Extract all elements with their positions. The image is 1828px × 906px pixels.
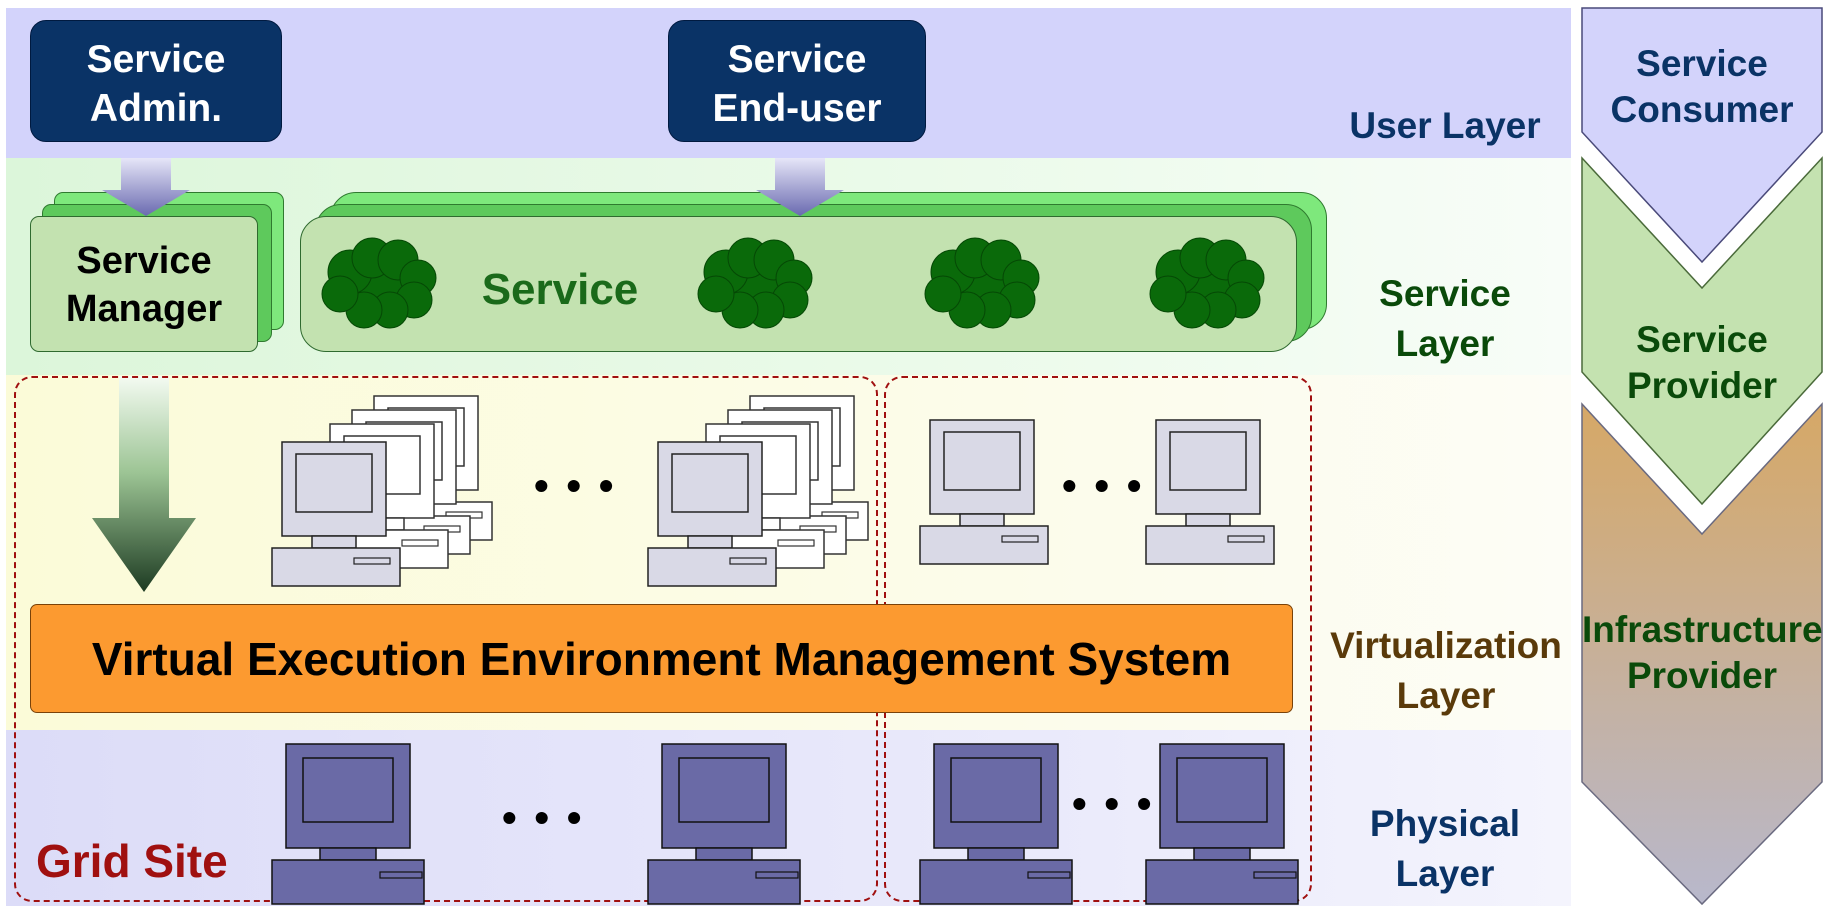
- grid-site-label: Grid Site: [36, 835, 228, 887]
- service-manager-label-2: Manager: [65, 288, 223, 330]
- role-infrastructure-label-1: Infrastructure: [1582, 609, 1823, 650]
- service-consumer-chevron: [1581, 7, 1823, 264]
- role-consumer-label-2: Consumer: [1610, 89, 1794, 130]
- role-provider-label-1: Service: [1636, 319, 1768, 360]
- service-enduser-label-2: End-user: [712, 87, 882, 130]
- vemp-bar: Virtual Execution Environment Management…: [30, 604, 1293, 713]
- virtualization-layer-label-2: Layer: [1396, 675, 1496, 716]
- service-label: Service: [481, 265, 639, 314]
- role-provider-label-2: Provider: [1626, 365, 1778, 406]
- service-enduser-label-1: Service: [727, 38, 867, 81]
- service-layer-label-1: Service: [1379, 273, 1511, 314]
- ellipsis: • • •: [1062, 462, 1145, 509]
- service-admin-label-1: Service: [86, 38, 226, 81]
- service-enduser-box: Service End-user: [668, 20, 926, 142]
- ellipsis: • • •: [502, 794, 585, 841]
- vemp-label: Virtual Execution Environment Management…: [91, 632, 1232, 685]
- user-layer-label: User Layer: [1349, 105, 1541, 146]
- ellipsis: • • •: [534, 462, 617, 509]
- infrastructure-provider-chevron: [1581, 402, 1823, 906]
- service-admin-label-2: Admin.: [89, 87, 223, 130]
- service-manager-label-1: Service: [76, 240, 212, 282]
- role-infrastructure-label-2: Provider: [1626, 655, 1778, 696]
- service-provider-chevron: [1581, 156, 1823, 506]
- virtualization-layer-label-1: Virtualization: [1330, 625, 1562, 666]
- service-layer-label-2: Layer: [1395, 323, 1495, 364]
- role-consumer-label-1: Service: [1636, 43, 1768, 84]
- service-manager-box: Service Manager: [30, 216, 258, 352]
- ellipsis: • • •: [1072, 780, 1155, 827]
- service-admin-box: Service Admin.: [30, 20, 282, 142]
- physical-layer-label-1: Physical: [1369, 803, 1521, 844]
- physical-layer-label-2: Layer: [1395, 853, 1495, 894]
